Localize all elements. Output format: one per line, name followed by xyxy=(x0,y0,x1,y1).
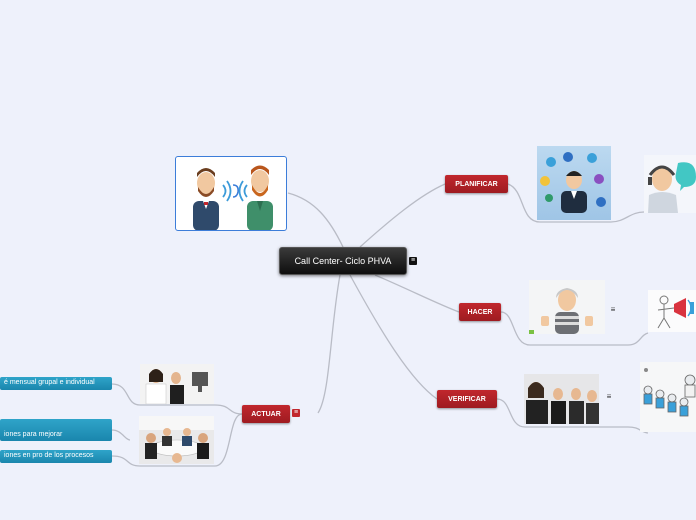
branch-planificar[interactable]: PLANIFICAR xyxy=(445,175,508,193)
connector-actuar-mid xyxy=(111,429,131,441)
actuar-leaf-3-label: iones en pro de los procesos xyxy=(4,452,94,459)
notes-icon[interactable]: ≡ xyxy=(292,409,300,417)
connector-actuar-top xyxy=(111,383,243,415)
actuar-leaf-3[interactable]: iones en pro de los procesos xyxy=(0,450,112,463)
office-workers-image xyxy=(140,364,214,404)
connector-hacer-image xyxy=(500,311,649,346)
notes-icon[interactable]: ≡ xyxy=(606,392,612,401)
branch-hacer-label: HACER xyxy=(467,308,493,316)
branch-actuar-label: ACTUAR xyxy=(251,410,281,418)
meeting-room-image xyxy=(139,416,214,464)
connector-central-image xyxy=(287,192,344,248)
thumbs-up-woman-image xyxy=(529,280,605,334)
connector-central-planificar xyxy=(359,183,446,248)
actuar-leaf-2[interactable]: iones para mejorar desempeño xyxy=(0,419,112,441)
connector-central-actuar xyxy=(317,274,341,414)
actuar-leaf-2-label: iones para mejorar desempeño xyxy=(4,431,63,438)
connector-planificar-image xyxy=(507,183,645,223)
branch-planificar-label: PLANIFICAR xyxy=(455,180,498,188)
headset-agent-image xyxy=(644,155,696,213)
notes-icon[interactable]: ≡ xyxy=(610,305,616,314)
actuar-leaf-1[interactable]: é mensual grupal e individual xyxy=(0,377,112,390)
connector-actuar-bottom xyxy=(111,413,243,467)
call-center-team-image xyxy=(524,374,599,424)
agents-sketch-image xyxy=(640,362,696,432)
central-topic-label: Call Center- Ciclo PHVA xyxy=(294,256,392,266)
listening-illustration xyxy=(175,156,287,231)
actuar-leaf-1-label: é mensual grupal e individual xyxy=(4,379,95,386)
branch-verificar[interactable]: VERIFICAR xyxy=(437,390,497,408)
central-topic[interactable]: Call Center- Ciclo PHVA xyxy=(279,247,407,275)
customer-service-agent-image xyxy=(537,146,611,220)
branch-verificar-label: VERIFICAR xyxy=(448,395,486,403)
notes-icon[interactable]: ≡ xyxy=(409,257,417,265)
branch-actuar[interactable]: ACTUAR xyxy=(242,405,290,423)
connector-central-verificar xyxy=(349,274,438,400)
branch-hacer[interactable]: HACER xyxy=(459,303,501,321)
megaphone-sketch-image xyxy=(648,290,696,332)
connector-central-hacer xyxy=(374,274,460,313)
